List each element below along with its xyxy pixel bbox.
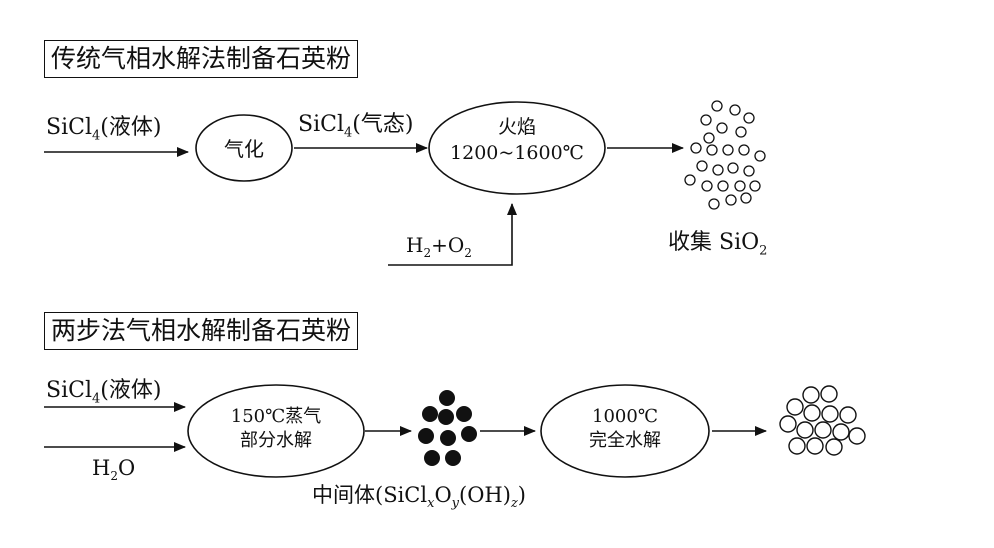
step1-ellipse — [187, 384, 365, 478]
step2-ellipse — [540, 384, 710, 478]
h2-o2-label: H2+O2 — [406, 233, 472, 260]
process1-gas-label: SiCl4(气态) — [298, 112, 414, 141]
process2-input-label: SiCl4(液体) — [46, 378, 162, 407]
vaporize-label: 气化 — [224, 137, 264, 161]
flame-ellipse — [428, 101, 606, 195]
process1-input-label: SiCl4(液体) — [46, 115, 162, 144]
h2-o2-arrow — [388, 203, 517, 266]
collect-sio2-label: 收集 SiO2 — [668, 230, 768, 259]
sio2-particles — [684, 100, 766, 210]
process1-title: 传统气相水解法制备石英粉 — [44, 40, 359, 78]
intermediate-label: 中间体(SiClxOy(OH)z) — [312, 483, 526, 512]
step1-label: 150℃蒸气部分水解 — [230, 406, 322, 452]
quartz-particles — [779, 385, 866, 456]
process2-title: 两步法气相水解制备石英粉 — [44, 312, 359, 350]
intermediate-particles — [418, 390, 477, 466]
vaporize-ellipse — [195, 114, 293, 182]
water-label: H2O — [92, 456, 136, 484]
